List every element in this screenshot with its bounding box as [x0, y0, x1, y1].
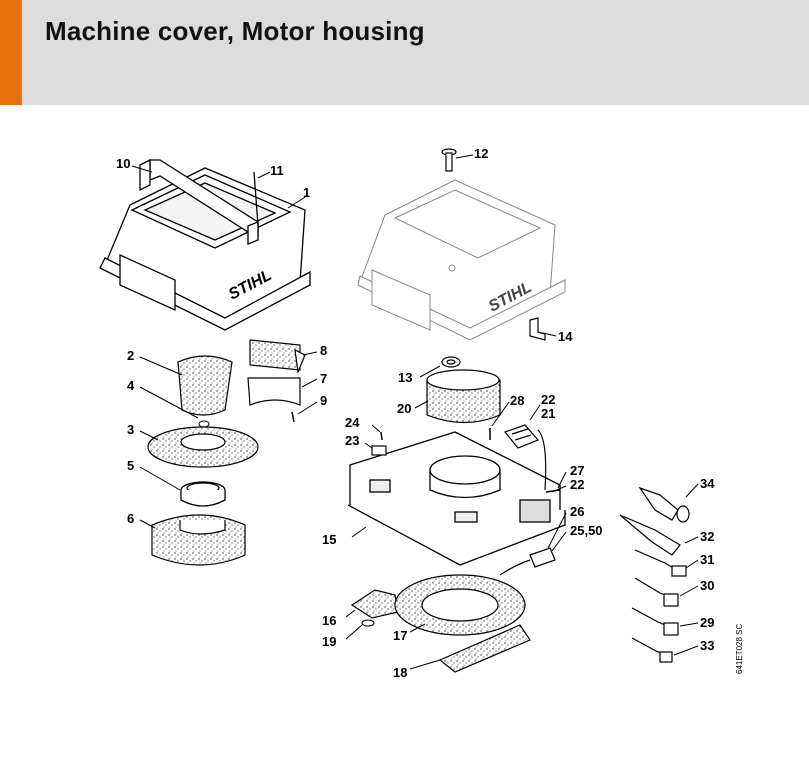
- part-label-31: 31: [700, 552, 714, 567]
- part-label-22-top: 22: [541, 392, 555, 407]
- part-label-25-50: 25,50: [570, 523, 603, 538]
- part-label-28: 28: [510, 393, 524, 408]
- header-accent-stripe: [0, 0, 22, 105]
- part-label-14: 14: [558, 329, 573, 344]
- part-label-11: 11: [270, 163, 284, 178]
- part-label-19: 19: [322, 634, 336, 649]
- part-label-29: 29: [700, 615, 714, 630]
- screw-part-12: [441, 148, 457, 172]
- part-label-2: 2: [127, 348, 134, 363]
- part-label-17: 17: [393, 628, 407, 643]
- part-label-20: 20: [397, 401, 411, 416]
- part-label-3: 3: [127, 422, 134, 437]
- washer-part-13: [441, 356, 461, 368]
- part-label-13: 13: [398, 370, 412, 385]
- part-label-12: 12: [474, 146, 488, 161]
- part-label-27: 27: [570, 463, 584, 478]
- switch-part-23: [371, 445, 387, 456]
- part-label-6: 6: [127, 511, 134, 526]
- part-label-30: 30: [700, 578, 714, 593]
- leader-lines: [131, 154, 699, 670]
- part-label-26: 26: [570, 504, 584, 519]
- cone-filter-part: [177, 355, 233, 416]
- motor-housing-part: [347, 431, 566, 566]
- filter-pads-part: [247, 339, 306, 406]
- foam-ring-part-20: [426, 369, 501, 424]
- part-label-16: 16: [322, 613, 336, 628]
- screw-part-27: [545, 489, 561, 493]
- part-labels: 1 2 3 4 5 6 7 8 9 10 11 12 13 14 15 16 1…: [116, 146, 715, 680]
- bracket-part-16: [350, 589, 399, 619]
- part-label-9: 9: [320, 393, 327, 408]
- gasket-ring-part-17: [394, 574, 526, 636]
- machine-cover-ghost: [357, 179, 566, 341]
- screw-part-9: [291, 411, 295, 423]
- clip-part-14: [529, 317, 546, 341]
- part-label-24: 24: [345, 415, 360, 430]
- part-label-18: 18: [393, 665, 407, 680]
- part-label-8: 8: [320, 343, 327, 358]
- reference-code: 641ET028 SC: [735, 624, 744, 674]
- part-label-10: 10: [116, 156, 130, 171]
- ring-foam-part: [147, 426, 259, 468]
- plate-part-18: [438, 624, 531, 673]
- part-label-23: 23: [345, 433, 359, 448]
- collar-part: [180, 481, 226, 507]
- cable-box-part: [499, 547, 556, 576]
- cylinder-foam-part: [151, 514, 246, 566]
- washer-part-19: [361, 619, 375, 627]
- part-label-34: 34: [700, 476, 715, 491]
- part-label-5: 5: [127, 458, 134, 473]
- part-label-33: 33: [700, 638, 714, 653]
- part-label-21: 21: [541, 406, 555, 421]
- part-label-22-bottom: 22: [570, 477, 584, 492]
- part-label-7: 7: [320, 371, 327, 386]
- part-label-15: 15: [322, 532, 336, 547]
- power-plugs-group: [619, 486, 690, 663]
- terminal-block-part: [503, 424, 547, 491]
- washer-part: [198, 420, 210, 428]
- part-label-1: 1: [303, 185, 310, 200]
- part-label-32: 32: [700, 529, 714, 544]
- header-bar: [0, 0, 809, 105]
- page-title: Machine cover, Motor housing: [45, 16, 425, 46]
- part-label-4: 4: [127, 378, 135, 393]
- machine-cover-part: [99, 158, 311, 331]
- screw-part-24: [380, 431, 383, 441]
